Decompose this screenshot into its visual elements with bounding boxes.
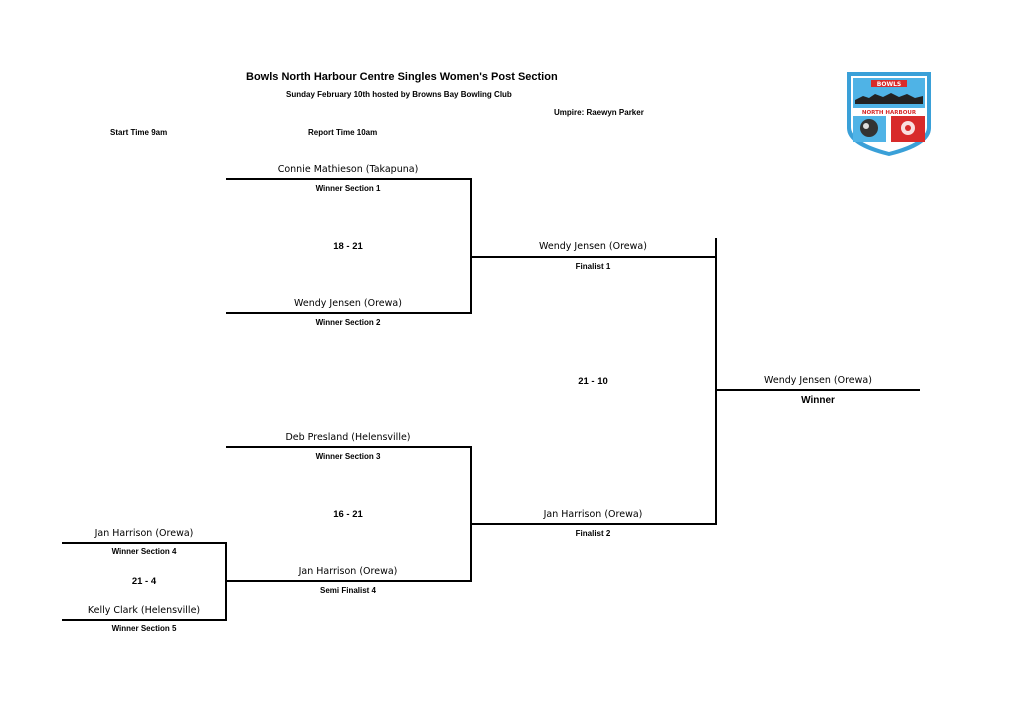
report-time-label: Report Time 10am [308,128,378,137]
sf-top-player2-caption: Winner Section 2 [315,318,381,327]
r1-player1-name: Jan Harrison (Orewa) [94,528,194,539]
final-f1-caption: Finalist 1 [575,262,611,271]
shield-logo-icon: BOWLS NORTH HARBOUR [847,72,931,156]
sf-top-player1-caption: Winner Section 1 [315,184,381,193]
sf-top-connector [470,178,472,314]
umpire-label: Umpire: Raewyn Parker [554,108,644,117]
final-connector [715,238,717,525]
final-f1-line [471,256,717,258]
sf-bottom-player2-line [226,580,472,582]
r1-player1-line [62,542,227,544]
sf-top-player1-name: Connie Mathieson (Takapuna) [277,164,419,175]
logo-top-text: BOWLS [877,81,901,88]
sf-bottom-player1-line [226,446,472,448]
event-subtitle: Sunday February 10th hosted by Browns Ba… [286,90,512,99]
final-f2-name: Jan Harrison (Orewa) [543,509,643,520]
club-logo: BOWLS NORTH HARBOUR [845,70,933,158]
sf-bottom-player1-name: Deb Presland (Helensville) [285,432,411,443]
final-f1-name: Wendy Jensen (Orewa) [539,241,647,252]
sf-top-player2-name: Wendy Jensen (Orewa) [294,298,402,309]
r1-player2-line [62,619,227,621]
start-time-label: Start Time 9am [110,128,168,137]
sf-top-score: 18 - 21 [333,241,363,252]
winner-line [716,389,920,391]
logo-banner-text: NORTH HARBOUR [862,110,917,116]
final-f2-line [471,523,717,525]
final-score: 21 - 10 [578,376,608,387]
winner-name: Wendy Jensen (Orewa) [764,375,872,386]
page-title: Bowls North Harbour Centre Singles Women… [246,71,558,83]
r1-player2-name: Kelly Clark (Helensville) [87,605,201,616]
sf-bottom-player1-caption: Winner Section 3 [315,452,381,461]
sf-bottom-score: 16 - 21 [333,509,363,520]
sf-top-player2-line [226,312,472,314]
r1-player2-caption: Winner Section 5 [111,624,177,633]
winner-caption: Winner [801,395,835,406]
final-f2-caption: Finalist 2 [575,529,611,538]
sf-bottom-player2-caption: Semi Finalist 4 [319,586,377,595]
r1-score: 21 - 4 [131,576,157,587]
sf-bottom-player2-name: Jan Harrison (Orewa) [298,566,398,577]
r1-player1-caption: Winner Section 4 [111,547,177,556]
sf-bottom-connector [470,446,472,582]
sf-top-player1-line [226,178,472,180]
